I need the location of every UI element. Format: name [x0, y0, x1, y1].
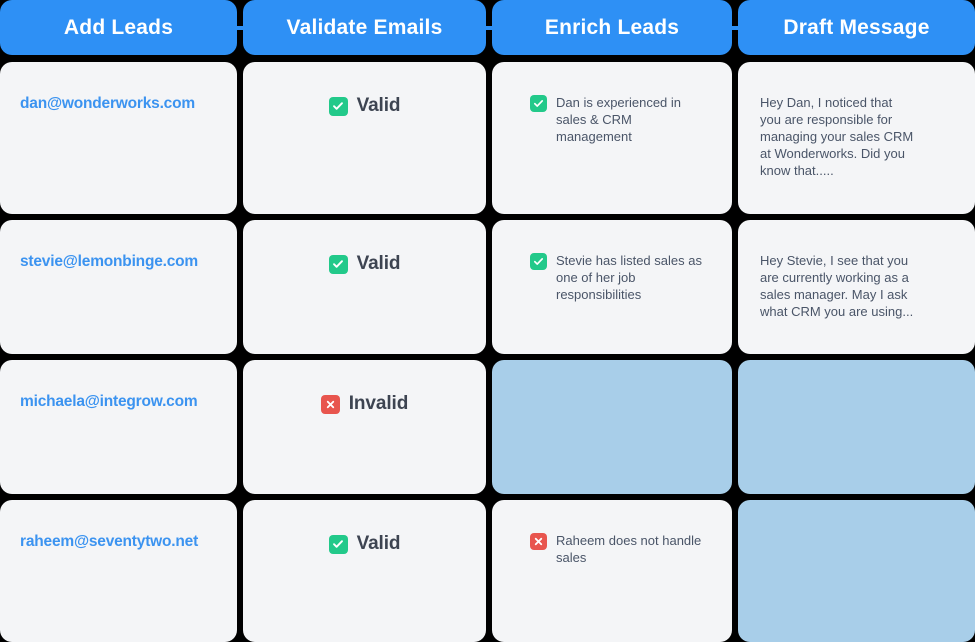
column-header-label: Validate Emails	[286, 15, 443, 39]
status-label: Invalid	[348, 393, 409, 414]
enrichment-card[interactable]: Stevie has listed sales as one of her jo…	[492, 220, 732, 354]
message-card[interactable]: Hey Stevie, I see that you are currently…	[738, 220, 975, 354]
lead-email-text: michaela@integrow.com	[20, 393, 198, 410]
lead-email-card[interactable]: stevie@lemonbinge.com	[0, 220, 237, 354]
column-header-label: Draft Message	[783, 15, 930, 39]
header-connector-1	[237, 25, 243, 30]
check-square-icon	[328, 534, 348, 554]
check-square-icon	[328, 254, 348, 274]
status-badge: Valid	[261, 78, 468, 117]
message-text: Hey Stevie, I see that you are currently…	[760, 253, 914, 319]
status-badge: Valid	[261, 236, 468, 275]
status-badge: Invalid	[261, 376, 468, 415]
message-card-empty[interactable]	[738, 500, 975, 642]
check-square-icon	[328, 96, 348, 116]
check-square-icon	[530, 253, 547, 270]
message-text: Hey Dan, I noticed that you are responsi…	[760, 95, 914, 178]
header-connector-3	[732, 25, 738, 30]
enrichment-note: Stevie has listed sales as one of her jo…	[510, 236, 714, 303]
message-card-empty[interactable]	[738, 360, 975, 494]
status-label: Valid	[356, 95, 401, 116]
message-card[interactable]: Hey Dan, I noticed that you are responsi…	[738, 62, 975, 214]
enrichment-text: Dan is experienced in sales & CRM manage…	[556, 95, 682, 144]
validation-card[interactable]: Valid	[243, 62, 486, 214]
lead-email-card[interactable]: dan@wonderworks.com	[0, 62, 237, 214]
enrichment-text: Raheem does not handle sales	[556, 533, 702, 565]
x-square-icon	[530, 533, 547, 550]
check-square-icon	[530, 95, 547, 112]
lead-email-text: raheem@seventytwo.net	[20, 533, 199, 550]
validation-card[interactable]: Valid	[243, 500, 486, 642]
column-header-label: Enrich Leads	[544, 15, 680, 39]
status-label: Valid	[356, 533, 401, 554]
lead-email-card[interactable]: raheem@seventytwo.net	[0, 500, 237, 642]
enrichment-note: Raheem does not handle sales	[510, 516, 714, 566]
header-connector-2	[486, 25, 492, 30]
enrichment-card[interactable]: Dan is experienced in sales & CRM manage…	[492, 62, 732, 214]
lead-email-text: dan@wonderworks.com	[20, 95, 195, 112]
lead-email-card[interactable]: michaela@integrow.com	[0, 360, 237, 494]
validation-card[interactable]: Valid	[243, 220, 486, 354]
column-header-draft-message[interactable]: Draft Message	[738, 0, 975, 55]
column-header-label: Add Leads	[63, 15, 174, 39]
lead-email-text: stevie@lemonbinge.com	[20, 253, 199, 270]
column-header-validate-emails[interactable]: Validate Emails	[243, 0, 486, 55]
validation-card[interactable]: Invalid	[243, 360, 486, 494]
x-square-icon	[320, 394, 340, 414]
enrichment-text: Stevie has listed sales as one of her jo…	[556, 253, 702, 302]
column-header-add-leads[interactable]: Add Leads	[0, 0, 237, 55]
column-header-enrich-leads[interactable]: Enrich Leads	[492, 0, 732, 55]
enrichment-card-empty[interactable]	[492, 360, 732, 494]
enrichment-note: Dan is experienced in sales & CRM manage…	[510, 78, 714, 145]
status-badge: Valid	[261, 516, 468, 555]
status-label: Valid	[356, 253, 401, 274]
enrichment-card[interactable]: Raheem does not handle sales	[492, 500, 732, 642]
